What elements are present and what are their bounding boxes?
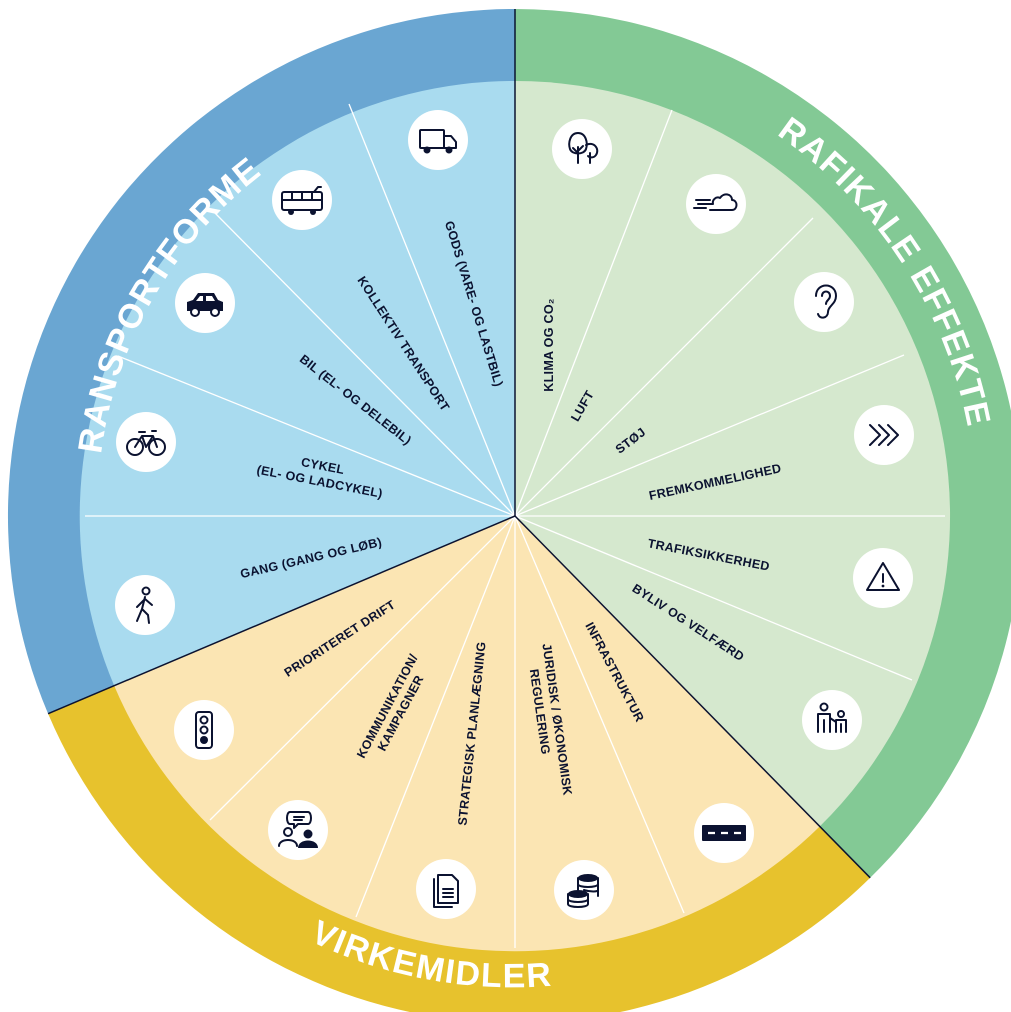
warning-icon bbox=[853, 548, 913, 608]
transport-inner-section bbox=[79, 80, 515, 686]
chat-people-icon bbox=[268, 800, 328, 860]
ear-icon bbox=[794, 272, 854, 332]
van-icon bbox=[408, 110, 468, 170]
traffic-light-icon bbox=[174, 700, 234, 760]
bus-icon bbox=[272, 170, 332, 230]
coins-icon bbox=[554, 860, 614, 920]
section-dividers bbox=[47, 9, 871, 879]
pedestrian-icon bbox=[115, 575, 175, 635]
sector-separators bbox=[85, 103, 945, 948]
label-klima: KLIMA OG CO₂ bbox=[542, 298, 556, 391]
people-icon bbox=[802, 690, 862, 750]
car-icon bbox=[175, 273, 235, 333]
bicycle-icon bbox=[116, 412, 176, 472]
document-icon bbox=[416, 859, 476, 919]
wind-cloud-icon bbox=[686, 174, 746, 234]
effekter-inner-section bbox=[515, 81, 951, 827]
chevrons-icon bbox=[854, 405, 914, 465]
road-icon bbox=[694, 803, 754, 863]
trees-icon bbox=[552, 119, 612, 179]
